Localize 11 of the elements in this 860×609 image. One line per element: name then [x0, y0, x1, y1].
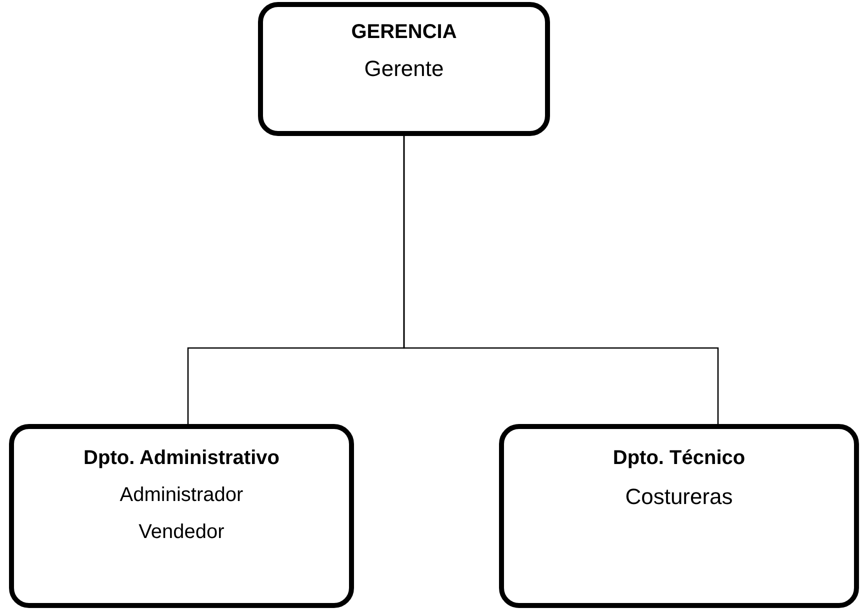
org-box: [9, 424, 354, 608]
connector-line: [403, 136, 719, 424]
department-title: GERENCIA: [351, 21, 457, 44]
role-text: Administrador: [120, 484, 244, 507]
org-box: [499, 424, 859, 608]
role-text: Vendedor: [138, 521, 224, 544]
department-title: Dpto. Técnico: [612, 447, 746, 470]
role-text: Costureras: [625, 484, 733, 510]
role-text: Gerente: [364, 56, 444, 82]
department-title: Dpto. Administrativo: [84, 447, 280, 470]
org-box: [258, 2, 550, 136]
